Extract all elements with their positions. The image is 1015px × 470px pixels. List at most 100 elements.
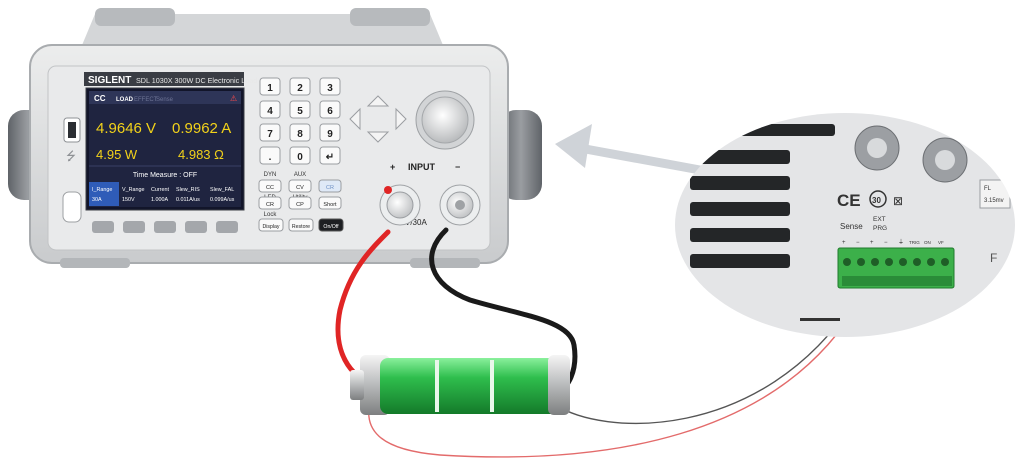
arrow-left-icon[interactable]	[349, 107, 361, 131]
key-6[interactable]: 6	[319, 100, 341, 119]
power-button[interactable]	[62, 191, 82, 223]
bnc-core	[867, 138, 887, 158]
svg-text:CP: CP	[296, 202, 304, 208]
svg-text:Display: Display	[262, 224, 279, 230]
lcd-tab-sense[interactable]: Sense	[156, 97, 174, 103]
key-7[interactable]: 7	[259, 123, 281, 142]
on-off-button[interactable]: On/Off	[318, 218, 344, 232]
input-plus-label: +	[390, 162, 395, 172]
brand-logo: SIGLENT	[88, 75, 131, 86]
terminal-screw[interactable]	[857, 258, 865, 266]
softkeys	[92, 221, 238, 233]
svg-text:.: .	[269, 152, 272, 163]
svg-text:1: 1	[267, 83, 273, 94]
terminal-screw[interactable]	[871, 258, 879, 266]
key-2[interactable]: 2	[289, 77, 311, 96]
prg-label: PRG	[873, 225, 887, 232]
svg-text:CR: CR	[266, 202, 274, 208]
bnc-core	[935, 150, 955, 170]
terminal-screw[interactable]	[885, 258, 893, 266]
arrow-down-icon[interactable]	[366, 131, 390, 143]
rotary-knob[interactable]	[421, 96, 469, 144]
softkey-2[interactable]	[123, 221, 145, 233]
model-text: SDL 1030X 300W DC Electronic Load	[136, 76, 257, 85]
cv-button[interactable]: CV	[288, 179, 312, 193]
key-8[interactable]: 8	[289, 123, 311, 142]
restore-button[interactable]: Restore	[288, 218, 314, 232]
arrow-right-icon[interactable]	[395, 107, 407, 131]
top-foot-right	[350, 8, 430, 26]
lcd-resistance: 4.983 Ω	[178, 147, 224, 162]
svg-text:CV: CV	[296, 185, 304, 191]
input-rating: V/30A	[405, 218, 427, 227]
short-button[interactable]: Short	[318, 196, 342, 210]
svg-text:On/Off: On/Off	[323, 224, 339, 230]
usb-icon: ⭍	[66, 149, 76, 163]
key-4[interactable]: 4	[259, 100, 281, 119]
sense-wire-minus	[555, 299, 856, 425]
param-label: Slew_RIS	[176, 187, 200, 193]
key-enter[interactable]: ↵	[319, 146, 341, 165]
key-1[interactable]: 1	[259, 77, 281, 96]
terminal-screw[interactable]	[913, 258, 921, 266]
arrow-head-icon	[555, 124, 592, 168]
display-button[interactable]: Display	[258, 218, 284, 232]
param-value: 0.011A/us	[176, 197, 200, 203]
svg-text:6: 6	[327, 106, 333, 117]
lcd-tab-load[interactable]: LOAD	[116, 97, 134, 103]
terminal-screw[interactable]	[899, 258, 907, 266]
lcd-tab-effect[interactable]: EFFECT	[134, 97, 158, 103]
vent-slot	[690, 202, 790, 216]
param-label: V_Range	[122, 187, 144, 193]
terminal-plus[interactable]	[386, 191, 414, 219]
vent-slot	[690, 228, 790, 242]
softkey-3[interactable]	[154, 221, 176, 233]
warning-icon: ⚠	[230, 94, 237, 103]
arrow-up-icon[interactable]	[366, 95, 390, 107]
key-3[interactable]: 3	[319, 77, 341, 96]
cr-button[interactable]: CR	[258, 196, 282, 210]
key-dot[interactable]: .	[259, 146, 281, 165]
key-9[interactable]: 9	[319, 123, 341, 142]
side-letter: F	[990, 251, 997, 265]
fuse-label-2: 3.15mv	[984, 198, 1004, 204]
terminal-screw[interactable]	[941, 258, 949, 266]
svg-text:Restore: Restore	[292, 224, 310, 230]
key-0[interactable]: 0	[289, 146, 311, 165]
terminal-plus-marker	[384, 186, 392, 194]
cr-list-button[interactable]: CR	[318, 179, 342, 193]
cc-button[interactable]: CC	[258, 179, 282, 193]
svg-text:8: 8	[297, 129, 303, 140]
terminal-screw[interactable]	[927, 258, 935, 266]
pointer-arrow	[555, 124, 705, 175]
svg-text:9: 9	[327, 129, 333, 140]
param-label: I_Range	[92, 187, 112, 193]
electronic-load: SIGLENT SDL 1030X 300W DC Electronic Loa…	[8, 8, 542, 268]
foot-right	[410, 258, 480, 268]
battery-terminal-plus	[350, 370, 364, 400]
param-label: Current	[151, 187, 169, 193]
param-label: Slew_FAL	[210, 187, 234, 193]
softkey-5[interactable]	[216, 221, 238, 233]
rear-panel-edge	[800, 318, 840, 321]
softkey-4[interactable]	[185, 221, 207, 233]
svg-text:2: 2	[297, 83, 303, 94]
svg-text:CC: CC	[266, 185, 274, 191]
svg-text:0: 0	[297, 152, 303, 163]
param-value: 30A	[92, 197, 102, 203]
thirty-mark-ring	[869, 190, 887, 208]
terminal-screw[interactable]	[843, 258, 851, 266]
param-value: 0.099A/us	[210, 197, 235, 203]
cp-button[interactable]: CP	[288, 196, 312, 210]
terminal-screws	[843, 258, 949, 266]
param-box-active	[89, 182, 119, 206]
sense-label: Sense	[840, 222, 863, 231]
label-lock: Lock	[264, 212, 278, 218]
battery-cap-right	[548, 355, 570, 415]
ext-label: EXT	[873, 216, 886, 223]
softkey-1[interactable]	[92, 221, 114, 233]
key-5[interactable]: 5	[289, 100, 311, 119]
lcd-current: 0.9962 A	[172, 120, 231, 137]
svg-text:−: −	[884, 240, 888, 246]
